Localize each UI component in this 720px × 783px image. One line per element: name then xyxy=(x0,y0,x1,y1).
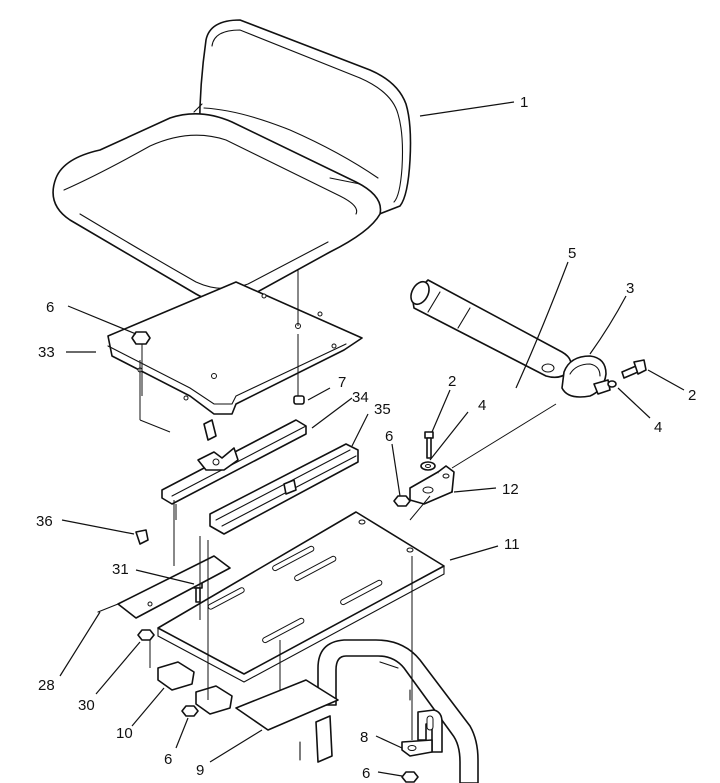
frame-tube xyxy=(317,639,479,783)
slide-rail-34 xyxy=(161,419,307,505)
screw-2-middle xyxy=(424,431,434,459)
callout-labels: 1 2 2 3 4 4 5 6 6 6 6 7 8 9 10 11 12 28 … xyxy=(36,94,696,782)
callout-33: 33 xyxy=(38,344,55,361)
callout-28: 28 xyxy=(38,677,55,694)
callout-6: 6 xyxy=(46,299,54,316)
callout-8: 8 xyxy=(360,729,368,746)
callout-11: 11 xyxy=(504,536,520,553)
callout-10: 10 xyxy=(116,725,133,742)
spring-28 xyxy=(97,603,119,613)
callout-34: 34 xyxy=(352,389,369,406)
base-plate-11 xyxy=(157,511,445,683)
callout-9: 9 xyxy=(196,762,204,779)
tube-5 xyxy=(410,279,572,379)
callout-7: 7 xyxy=(338,374,346,391)
callout-4: 4 xyxy=(654,419,662,436)
nut-6-middle xyxy=(393,495,411,507)
callout-6: 6 xyxy=(385,428,393,445)
callout-3: 3 xyxy=(626,280,634,297)
seat-mount-plate-33 xyxy=(107,281,363,415)
bolt-7 xyxy=(293,395,305,405)
spacer-10-left xyxy=(157,661,195,691)
spacer-10-right xyxy=(195,685,233,715)
callout-31: 31 xyxy=(112,561,129,578)
slide-rail-35 xyxy=(209,443,359,535)
callout-6: 6 xyxy=(362,765,370,782)
clamp-3 xyxy=(561,355,611,398)
callout-36: 36 xyxy=(36,513,53,530)
leader-lines xyxy=(59,101,685,777)
assembly-lines xyxy=(139,270,557,740)
nut-6-lower xyxy=(181,705,199,717)
screw-2-right xyxy=(621,359,647,379)
latch-plate xyxy=(117,555,231,619)
callout-4: 4 xyxy=(478,397,486,414)
nut-6-top xyxy=(131,331,151,345)
callout-30: 30 xyxy=(78,697,95,714)
callout-2: 2 xyxy=(688,387,696,404)
washer-4-right xyxy=(607,380,617,388)
callout-5: 5 xyxy=(568,245,576,262)
callout-1: 1 xyxy=(520,94,528,111)
bracket-12 xyxy=(409,465,455,505)
bolt-36 xyxy=(135,529,149,545)
callout-2: 2 xyxy=(448,373,456,390)
nut-6-bottom xyxy=(401,771,419,783)
plate-9 xyxy=(235,679,339,763)
seat-cushion-1 xyxy=(52,19,412,303)
callout-6: 6 xyxy=(164,751,172,768)
washer-4-middle xyxy=(420,461,436,471)
nut-30 xyxy=(137,629,155,641)
bracket-8 xyxy=(401,709,443,757)
callout-12: 12 xyxy=(502,481,519,498)
callout-35: 35 xyxy=(374,401,391,418)
